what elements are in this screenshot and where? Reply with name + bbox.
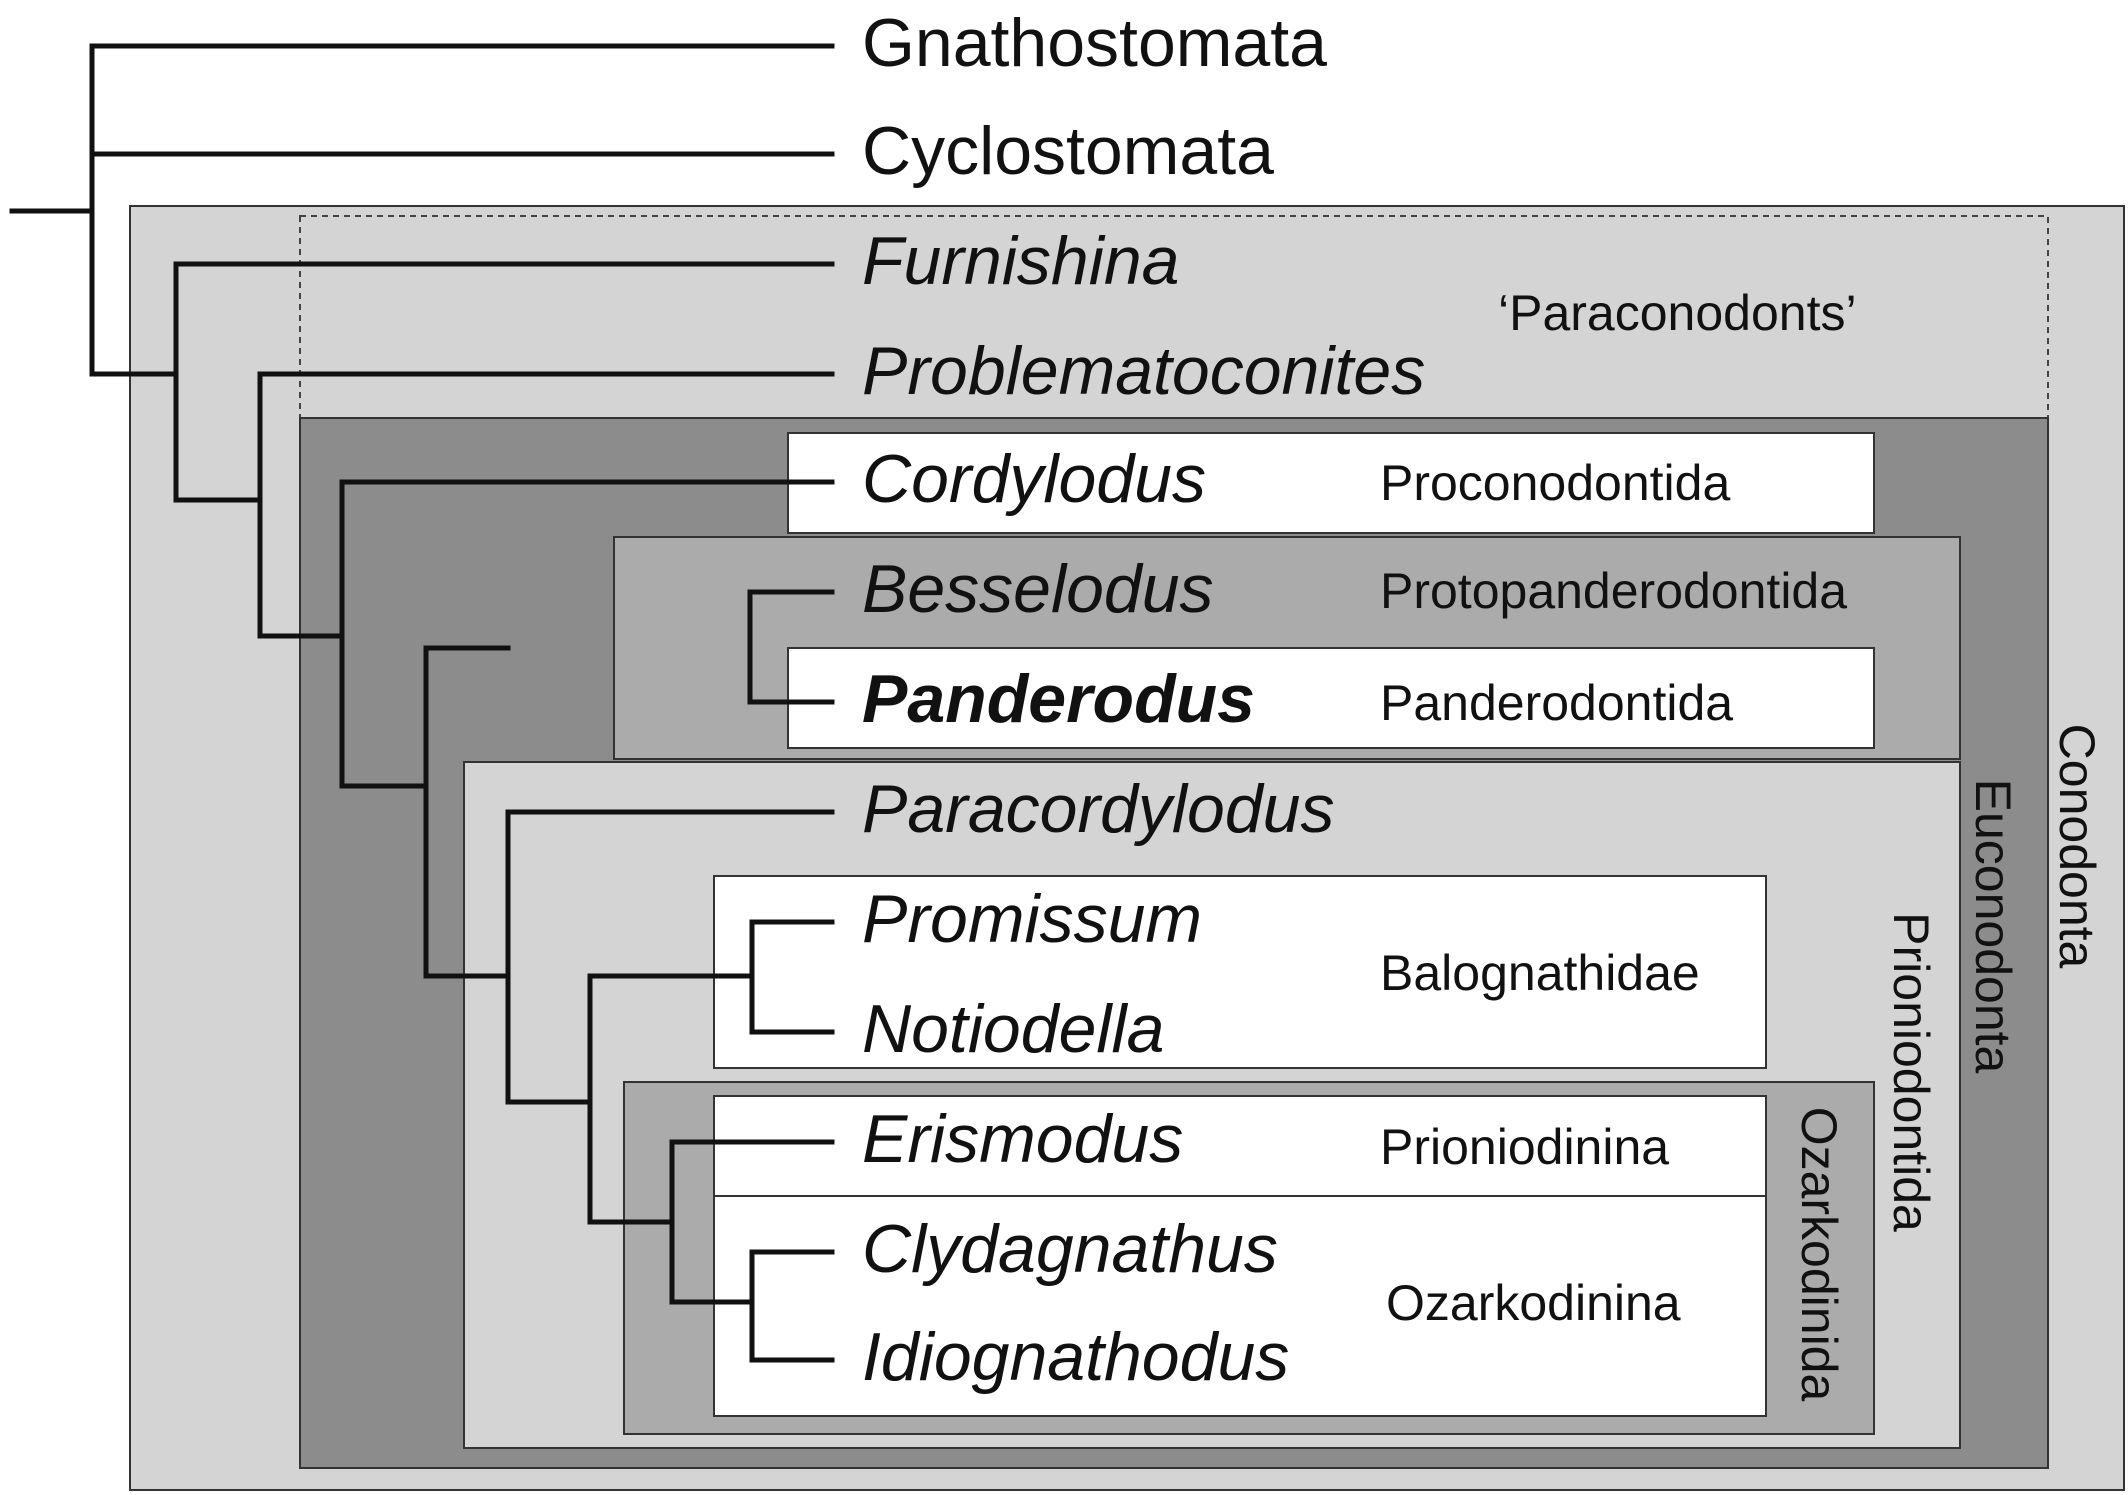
prioniodinina-box — [713, 1095, 1767, 1197]
paraconodonts-box — [299, 215, 2049, 419]
taxon-idiognathodus: Idiognathodus — [862, 1319, 1289, 1395]
panderodontida-box — [787, 647, 1875, 749]
taxon-cordylodus: Cordylodus — [862, 441, 1206, 517]
taxon-panderodus: Panderodus — [862, 661, 1255, 737]
taxon-furnishina: Furnishina — [862, 223, 1180, 299]
taxon-erismodus: Erismodus — [862, 1101, 1183, 1177]
label-euconodonta: Euconodonta — [1965, 779, 2021, 1074]
label-panderodontida: Panderodontida — [1380, 675, 1733, 731]
taxon-promissum: Promissum — [862, 881, 1202, 957]
label-prioniodontida: Prioniodontida — [1883, 912, 1939, 1232]
label-conodonta: Conodonta — [2049, 724, 2105, 969]
label-ozarkodinina: Ozarkodinina — [1386, 1275, 1681, 1331]
label-ozarkodinida: Ozarkodinida — [1791, 1107, 1847, 1402]
label-prioniodinina: Prioniodinina — [1380, 1119, 1669, 1175]
label-paraconodonts: ‘Paraconodonts’ — [1498, 285, 1857, 341]
balognathidae-box — [713, 875, 1767, 1069]
label-balognathidae: Balognathidae — [1380, 945, 1700, 1001]
taxon-paracordylodus: Paracordylodus — [862, 771, 1334, 847]
proconodontida-box — [787, 432, 1875, 534]
taxon-gnathostomata: Gnathostomata — [862, 5, 1327, 81]
label-protopanderodontida: Protopanderodontida — [1380, 563, 1847, 619]
taxon-clydagnathus: Clydagnathus — [862, 1211, 1278, 1287]
label-proconodontida: Proconodontida — [1380, 455, 1730, 511]
taxon-besselodus: Besselodus — [862, 551, 1214, 627]
tree-branches — [9, 43, 835, 1363]
taxon-cyclostomata: Cyclostomata — [862, 113, 1274, 189]
ozarkodinina-box — [713, 1195, 1767, 1417]
taxon-problematoconites: Problematoconites — [862, 333, 1425, 409]
taxon-notiodella: Notiodella — [862, 991, 1164, 1067]
